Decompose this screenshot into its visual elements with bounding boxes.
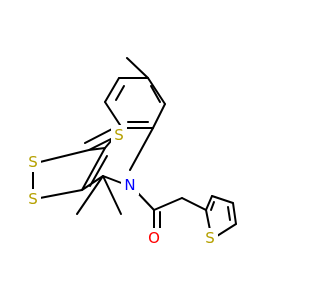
atom-s-ring-lower: S [28,190,38,208]
bond-cthione-sring [39,149,90,163]
bond-carbonyl-ch2 [153,197,183,211]
bond-ring-inner-a [115,85,125,101]
atom-mask [25,189,41,209]
bond-thio-inner-a [227,206,231,221]
atom-s-thiophene: S [205,229,215,247]
bond-ring-f [104,101,123,129]
atom-mask [145,228,163,248]
bond-ring-n [129,127,154,171]
bond-ring-a [104,77,120,103]
bond-cq-me2 [102,175,122,215]
bond-thio-d [211,195,234,204]
bond-methyl-aryl [126,57,149,79]
bond-ring-inner-b [150,85,161,103]
atom-mask [121,175,139,195]
bond-cq-me1 [76,175,104,215]
bond-layer [32,57,237,237]
bond-sring-c3 [39,189,83,199]
bond-c3-c1-inner [89,155,108,187]
bond-ring-c [147,77,166,105]
bond-n-cq [102,175,125,185]
molecule-canvas: S S S N O S [25,57,237,248]
atom-o-carbonyl: O [148,229,160,247]
bond-ring-d [152,103,166,129]
bond-cthione-s-dbl [84,127,115,144]
atom-mask [202,228,218,248]
bond-thio-a [205,209,211,231]
atom-mask [25,152,41,172]
bond-c3-c1 [81,147,106,191]
molecule-structure: S S S N O S [25,57,237,248]
bond-thio-e [205,195,213,211]
bond-thio-c [232,202,237,225]
atom-s-ring-upper: S [28,153,38,171]
atom-mask [111,125,127,145]
atom-n-amide: N [124,176,135,194]
bond-thio-inner-b [210,201,215,211]
bond-ch2-thio [181,197,207,211]
atom-s-thione: S [114,126,124,144]
bond-thio-b [216,223,237,237]
